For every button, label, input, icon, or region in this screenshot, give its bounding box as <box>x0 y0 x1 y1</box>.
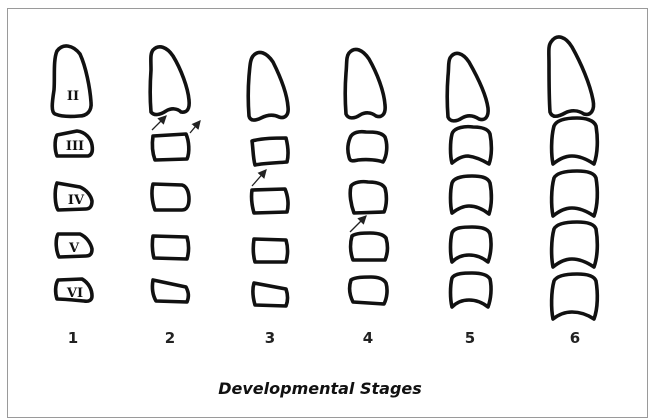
c3-vertebra-stage-5 <box>448 124 494 166</box>
c4-vertebra-stage-4 <box>348 179 389 215</box>
concavity-arrow <box>349 215 367 233</box>
concavity-arrow <box>251 169 267 187</box>
concavity-arrow <box>189 120 201 134</box>
c5-vertebra-stage-3 <box>251 237 290 264</box>
c6-vertebra-stage-3 <box>251 281 290 308</box>
c2-vertebra-stage-6 <box>547 35 596 119</box>
c4-vertebra-stage-3 <box>249 187 290 215</box>
vertebra-label-c5: V <box>68 241 80 256</box>
c4-vertebra-stage-2 <box>150 182 191 212</box>
stage-number-1: 1 <box>68 329 78 347</box>
c2-vertebra-stage-3 <box>246 50 290 122</box>
c5-vertebra-stage-5 <box>448 225 493 264</box>
c6-vertebra-stage-5 <box>448 271 493 309</box>
stage-number-2: 2 <box>165 329 175 347</box>
stage-number-4: 4 <box>363 329 373 347</box>
c3-vertebra-stage-4 <box>346 129 389 164</box>
c2-vertebra-stage-4 <box>343 47 387 120</box>
c6-vertebra-stage-4 <box>347 275 389 306</box>
stage-number-6: 6 <box>570 329 580 347</box>
c5-vertebra-stage-2 <box>150 234 191 261</box>
stage-5-column <box>445 51 494 309</box>
c2-vertebra-stage-2 <box>148 45 191 117</box>
c3-vertebra-stage-6 <box>549 116 600 166</box>
vertebra-label-c3: III <box>66 139 84 154</box>
c4-vertebra-stage-6 <box>549 169 600 218</box>
stage-4-column <box>343 47 390 306</box>
c5-vertebra-stage-6 <box>549 220 600 269</box>
c3-vertebra-stage-3 <box>250 136 290 167</box>
c5-vertebra-stage-1 <box>54 232 94 259</box>
c4-vertebra-stage-1 <box>53 181 94 212</box>
stage-number-3: 3 <box>265 329 275 347</box>
concavity-arrow <box>151 115 167 131</box>
c6-vertebra-stage-1 <box>53 277 94 304</box>
c2-vertebra-stage-1 <box>50 44 93 119</box>
vertebra-label-c4: IV <box>68 193 85 208</box>
vertebra-label-c6: VI <box>66 286 83 301</box>
c6-vertebra-stage-2 <box>150 278 191 304</box>
stage-number-5: 5 <box>465 329 475 347</box>
c4-vertebra-stage-5 <box>448 174 494 216</box>
c6-vertebra-stage-6 <box>549 272 600 321</box>
stage-3-column <box>246 50 290 308</box>
figure-caption: Developmental Stages <box>218 379 422 398</box>
vertebra-label-c2: II <box>67 89 79 104</box>
c5-vertebra-stage-4 <box>348 231 390 262</box>
c3-vertebra-stage-1 <box>53 129 95 158</box>
c3-vertebra-stage-2 <box>150 132 191 162</box>
c2-vertebra-stage-5 <box>445 51 490 123</box>
stage-2-column <box>148 45 201 304</box>
figure-frame <box>7 8 648 418</box>
stage-6-column <box>547 35 600 321</box>
stage-1-column: II III IV V VI <box>50 44 95 304</box>
